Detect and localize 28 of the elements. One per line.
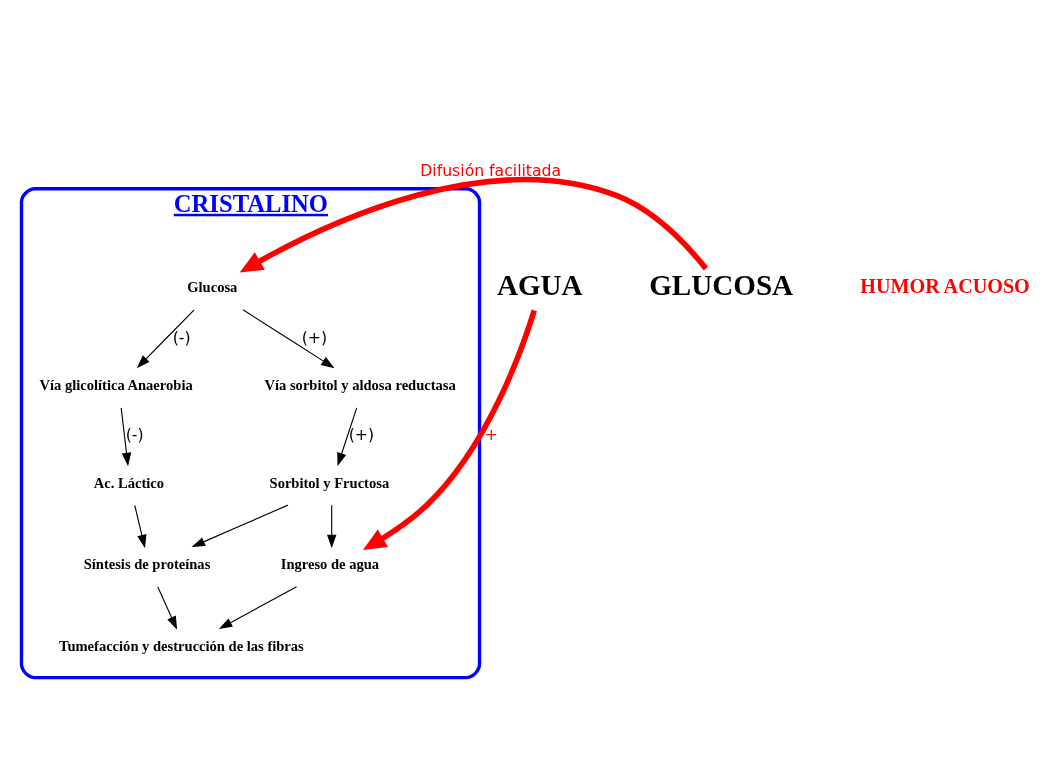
node-text: Glucosa [187, 279, 238, 296]
edge-label: + [484, 425, 498, 445]
arrow [134, 504, 147, 549]
node-text: Ac. Láctico [93, 474, 165, 491]
node-text: Síntesis de proteínas [83, 556, 211, 573]
arrow [120, 407, 132, 467]
arrow [191, 504, 289, 548]
arrow [337, 407, 358, 467]
edge-label: (-) [125, 425, 144, 445]
edge-label: Difusión facilitada [420, 160, 562, 180]
node-text: Vía glicolítica Anaerobia [39, 377, 193, 394]
label: HUMOR ACUOSO [860, 275, 1030, 298]
edge-label: (+) [301, 327, 328, 347]
node-text: Sorbitol y Fructosa [269, 474, 390, 491]
edge-label: (-) [172, 327, 191, 347]
arrow [157, 586, 178, 630]
arrow [239, 176, 709, 273]
node-text: GLUCOSA [649, 269, 794, 302]
node-text: Ingreso de agua [280, 556, 380, 573]
arrow [327, 504, 337, 549]
node-text: Tumefacción y destrucción de las fibras [59, 638, 304, 655]
arrow [136, 309, 195, 369]
arrow [362, 309, 537, 551]
edge-label: (+) [348, 425, 375, 445]
node-text: AGUA [496, 269, 583, 302]
arrow [218, 586, 298, 629]
arrow [242, 309, 335, 369]
node-text: Vía sorbitol y aldosa reductasa [264, 377, 456, 394]
